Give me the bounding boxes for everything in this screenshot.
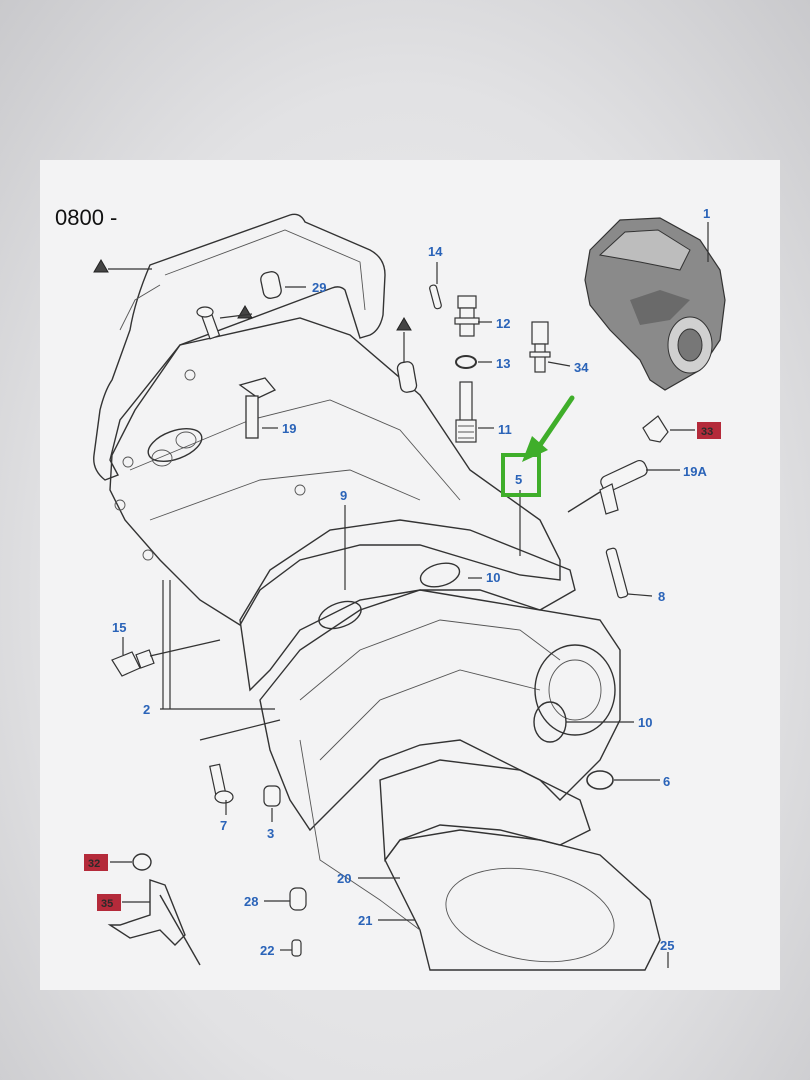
complete-gearbox-icon [584,217,726,391]
washer-6 [586,770,614,790]
triangle-marker-1-icon [93,259,109,273]
speed-sender-12 [454,295,480,337]
svg-text:33: 33 [701,426,713,438]
label-29: 29 [312,280,326,295]
case-gasket [239,519,576,692]
label-15: 15 [112,620,126,635]
seal-left [318,600,362,630]
drive-gear-11 [455,381,477,443]
bolt-7 [209,763,234,804]
triangle-marker-2-icon [237,305,253,319]
plug-28 [289,887,307,911]
output-flange-inner [548,659,602,721]
svg-text:32: 32 [88,858,100,870]
green-arrow-icon [522,395,575,462]
bolt-hole-d [294,484,306,496]
label-21: 21 [358,913,372,928]
label-25: 25 [660,938,674,953]
nut-3 [263,785,281,807]
svg-text:35: 35 [101,898,113,910]
label-10-upper: 10 [486,570,500,585]
label-2: 2 [143,702,150,717]
label-19: 19 [282,421,296,436]
gasket-inner-left [119,284,161,331]
bolt-upper [196,306,221,340]
output-flange [534,644,616,736]
bell-housing [109,317,561,626]
label-9: 9 [340,488,347,503]
highlight-box [501,453,541,497]
label-6: 6 [663,774,670,789]
label-22: 22 [260,943,274,958]
pin-22 [291,939,302,957]
leader-lines [108,222,709,968]
housing-hole-1 [151,449,173,467]
label-11: 11 [498,422,512,437]
case-rib-1 [299,619,561,701]
label-20: 20 [337,871,351,886]
nut-32 [132,853,152,871]
switch-15 [111,649,155,677]
label-28: 28 [244,894,258,909]
dowel-pin-29 [260,271,282,299]
clip-33 [642,415,669,443]
red-tag-33: 33 [697,422,721,439]
red-tag-32: 32 [84,854,108,871]
seal-upper [419,562,461,588]
bracket-35 [107,879,186,946]
label-5: 5 [515,472,522,487]
sensor-19a [567,459,648,515]
stud-8 [605,547,629,599]
label-19a: 19A [683,464,707,479]
label-10-lower: 10 [638,715,652,730]
case-lower-edge [299,739,421,931]
diagram-title: 0800 - [55,205,117,230]
seal-right [533,701,567,743]
dowel-right [396,361,418,393]
pin-14 [429,284,442,310]
red-tag-35: 35 [97,894,121,911]
bolt-hole-a [122,456,134,468]
bolt-hole-c [142,549,154,561]
housing-rib-2 [149,469,421,521]
housing-port [147,428,203,462]
label-7: 7 [220,818,227,833]
sensor-34 [529,321,551,373]
bolt-hole-b [114,499,126,511]
bracket-rod [159,894,201,966]
bolt-hole-e [184,369,196,381]
label-1: 1 [703,206,710,221]
label-12: 12 [496,316,510,331]
triangle-marker-3-icon [396,317,412,331]
gasket-inner [164,229,366,311]
label-14: 14 [428,244,443,259]
case-rib-2 [319,669,541,761]
label-34: 34 [574,360,589,375]
rear-housing [384,829,661,971]
label-13: 13 [496,356,510,371]
label-8: 8 [658,589,665,604]
gearbox-case [259,589,621,832]
rear-housing-opening [445,867,615,963]
housing-hole-2 [175,431,197,449]
label-3: 3 [267,826,274,841]
housing-rib-1 [129,399,461,501]
bell-housing-gasket [93,213,386,481]
breather-19 [238,377,277,439]
o-ring-13 [455,355,477,369]
